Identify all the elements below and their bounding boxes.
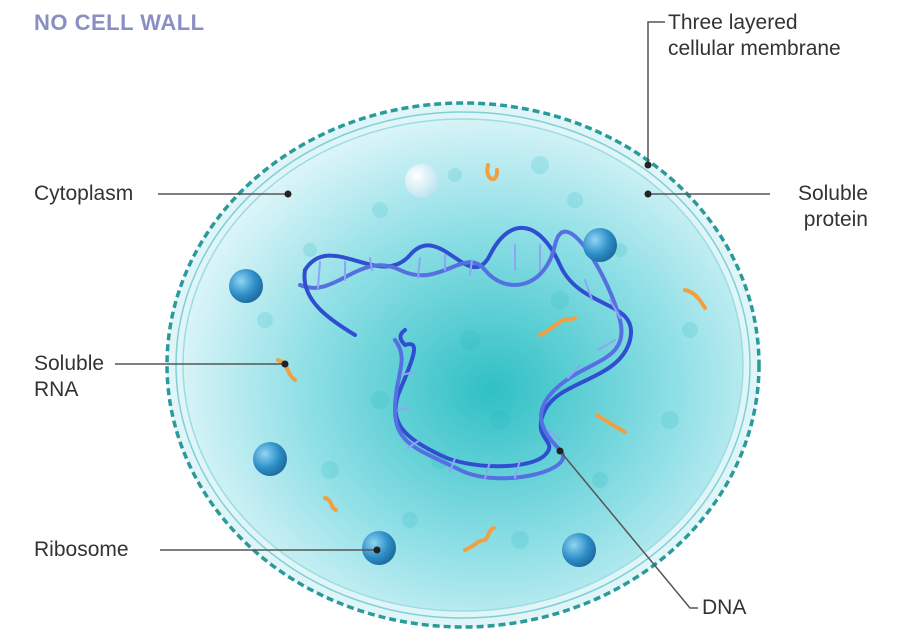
cytoplasm-label: Cytoplasm	[34, 182, 134, 205]
ribosome-ball	[562, 533, 596, 567]
soluble-rna-label: Soluble RNA	[34, 351, 104, 403]
soluble-protein-ball	[405, 164, 439, 198]
ribosome-ball	[253, 442, 287, 476]
ribosome-ball	[583, 228, 617, 262]
soluble-protein-label-line2: protein	[803, 208, 868, 231]
membrane-label: Three layered cellular membrane	[668, 10, 841, 62]
soluble-protein-label: Soluble protein	[778, 181, 868, 233]
soluble-rna-label-line2: RNA	[34, 378, 79, 401]
rna-strands	[276, 163, 707, 552]
dna-strand	[298, 226, 634, 481]
soluble-rna-label-line1: Soluble	[34, 352, 105, 375]
membrane-middle	[175, 111, 751, 619]
leader-dots	[281, 161, 652, 554]
ribosome-ball	[229, 269, 263, 303]
membrane-label-line1: Three layered	[668, 11, 798, 34]
membrane-label-line2: cellular membrane	[668, 37, 841, 60]
leader-lines	[115, 21, 770, 609]
membrane-inner	[182, 118, 744, 612]
cytoplasm-speckles	[257, 156, 698, 549]
soluble-protein-label-line1: Soluble	[797, 182, 868, 205]
diagram-title: NO CELL WALL	[34, 10, 205, 35]
dna-label: DNA	[702, 596, 747, 619]
ribosome-label: Ribosome	[34, 538, 129, 561]
